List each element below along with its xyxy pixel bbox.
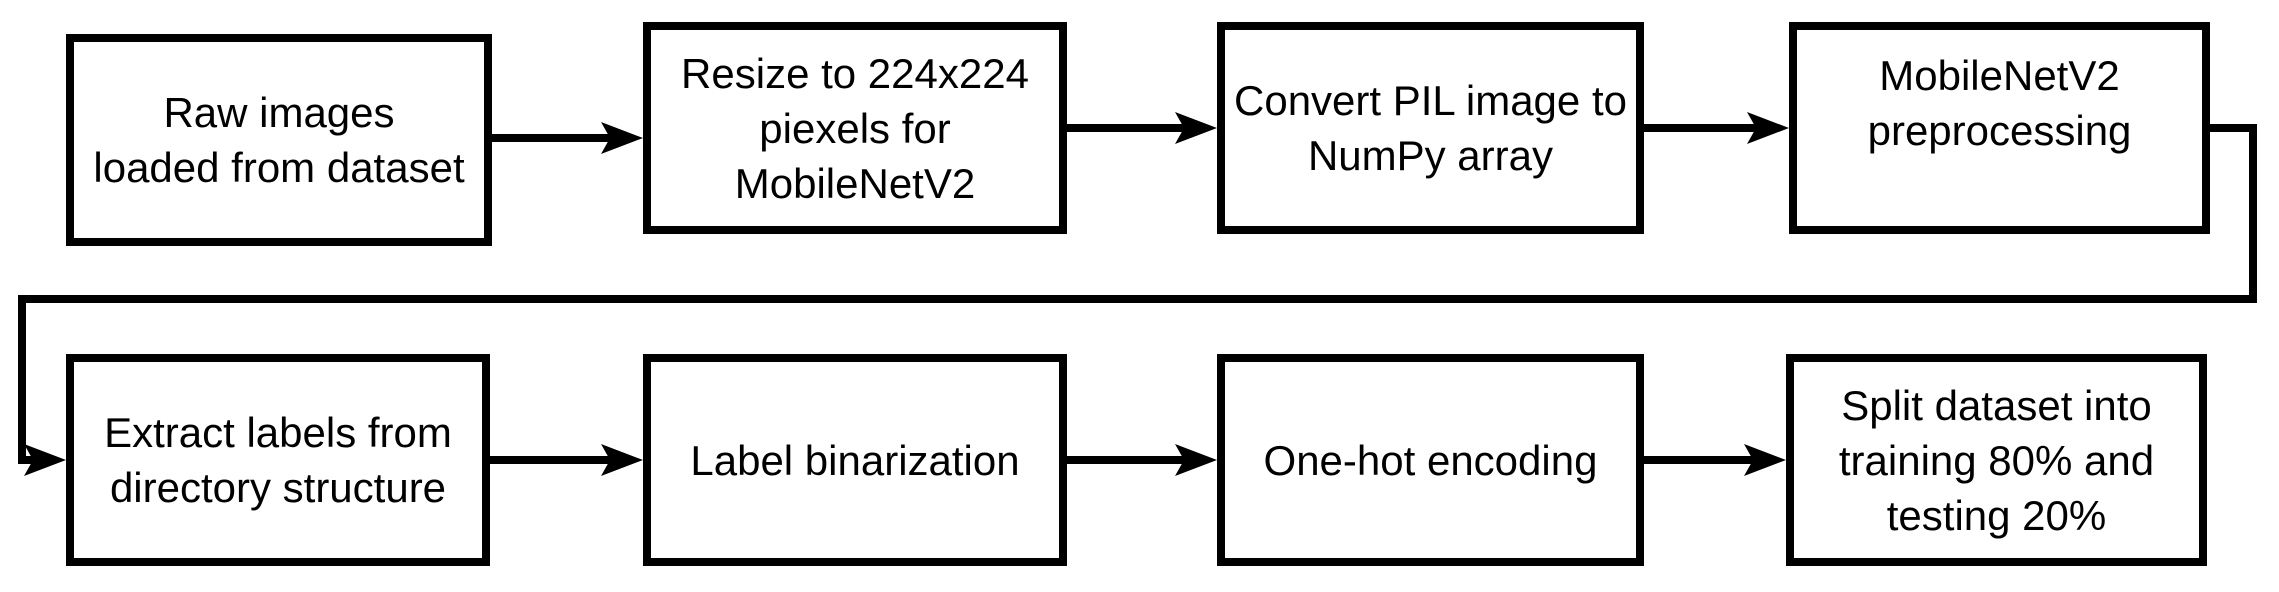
arrow-onehot-to-split-head: [1744, 444, 1786, 476]
flow-node-raw-images: Raw images loaded from dataset: [66, 34, 492, 246]
arrow-preprocessing-to-extract-line: [18, 124, 2257, 464]
flow-node-resize: Resize to 224x224 piexels for MobileNetV…: [643, 22, 1067, 234]
flow-node-extract-labels: Extract labels from directory structure: [66, 354, 490, 566]
arrow-raw-to-resize-head: [601, 122, 643, 154]
flow-node-binarization: Label binarization: [643, 354, 1067, 566]
arrow-convert-to-preprocessing-head: [1747, 112, 1789, 144]
flow-node-split-dataset: Split dataset into training 80% and test…: [1786, 354, 2207, 566]
arrow-preprocessing-to-extract-head: [24, 444, 66, 476]
arrow-extract-to-binarization-head: [601, 444, 643, 476]
arrow-binarization-to-onehot-head: [1175, 444, 1217, 476]
flow-node-preprocessing: MobileNetV2 preprocessing: [1789, 22, 2210, 234]
flow-node-convert-numpy: Convert PIL image to NumPy array: [1217, 22, 1644, 234]
flow-node-one-hot: One-hot encoding: [1217, 354, 1644, 566]
arrow-resize-to-convert-head: [1175, 112, 1217, 144]
